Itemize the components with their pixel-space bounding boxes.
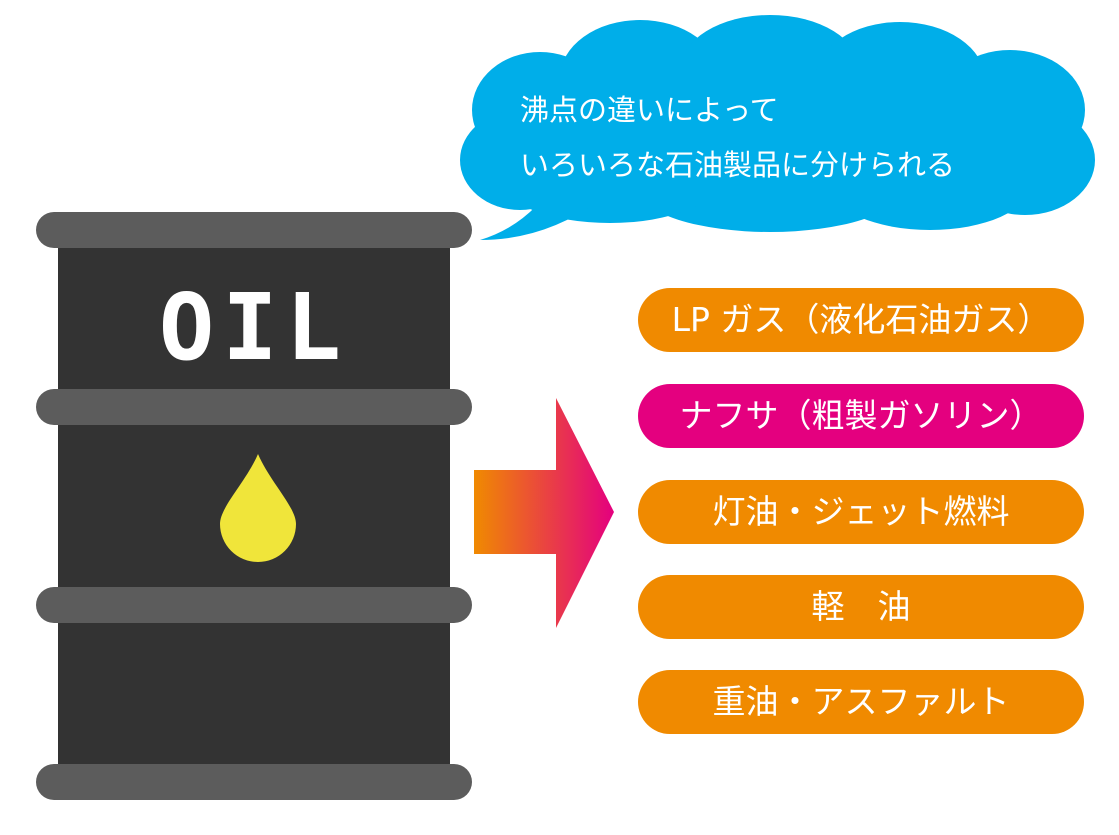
arrow-icon bbox=[474, 398, 614, 628]
barrel-rim-bottom bbox=[36, 764, 472, 800]
product-pill: 重油・アスファルト bbox=[638, 670, 1084, 734]
barrel-rim-top bbox=[36, 212, 472, 248]
product-pill: 灯油・ジェット燃料 bbox=[638, 480, 1084, 544]
oil-drop-icon bbox=[220, 454, 296, 562]
barrel-label: OIL bbox=[158, 274, 350, 381]
product-pill: 軽 油 bbox=[638, 575, 1084, 639]
barrel-rim-upper bbox=[36, 389, 472, 425]
product-pill: ナフサ（粗製ガソリン） bbox=[638, 384, 1084, 448]
bubble-text-line1: 沸点の違いによって bbox=[520, 93, 779, 127]
barrel-rim-lower bbox=[36, 587, 472, 623]
product-pill: LP ガス（液化石油ガス） bbox=[638, 288, 1084, 352]
bubble-text-line2: いろいろな石油製品に分けられる bbox=[520, 148, 956, 182]
